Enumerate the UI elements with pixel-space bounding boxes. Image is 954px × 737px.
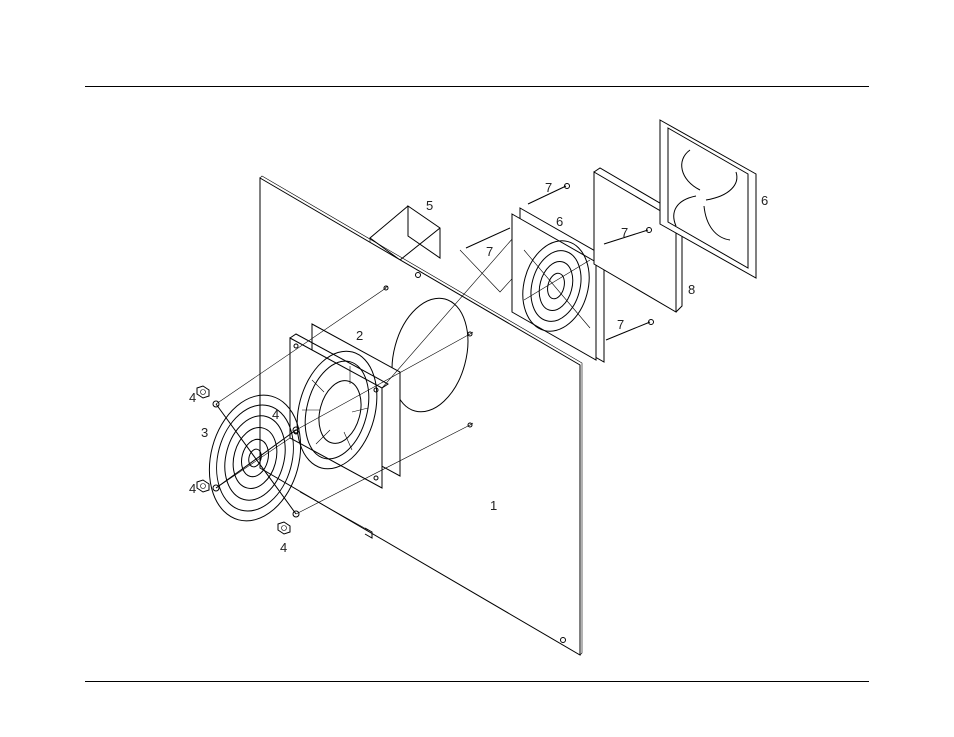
callout-part-7b: 7 [486, 244, 493, 259]
callout-part-4c: 4 [189, 481, 196, 496]
callout-part-7c: 7 [621, 225, 628, 240]
callout-part-5: 5 [426, 198, 433, 213]
callout-part-6a: 6 [556, 214, 563, 229]
callout-part-6b: 6 [761, 193, 768, 208]
callout-part-4d: 4 [280, 540, 287, 555]
callout-part-7a: 7 [545, 180, 552, 195]
callout-part-4b: 4 [272, 407, 279, 422]
callout-part-7d: 7 [617, 317, 624, 332]
callout-part-4a: 4 [189, 390, 196, 405]
callout-part-2: 2 [356, 328, 363, 343]
callout-part-3: 3 [201, 425, 208, 440]
callout-part-8: 8 [688, 282, 695, 297]
callout-part-1: 1 [490, 498, 497, 513]
